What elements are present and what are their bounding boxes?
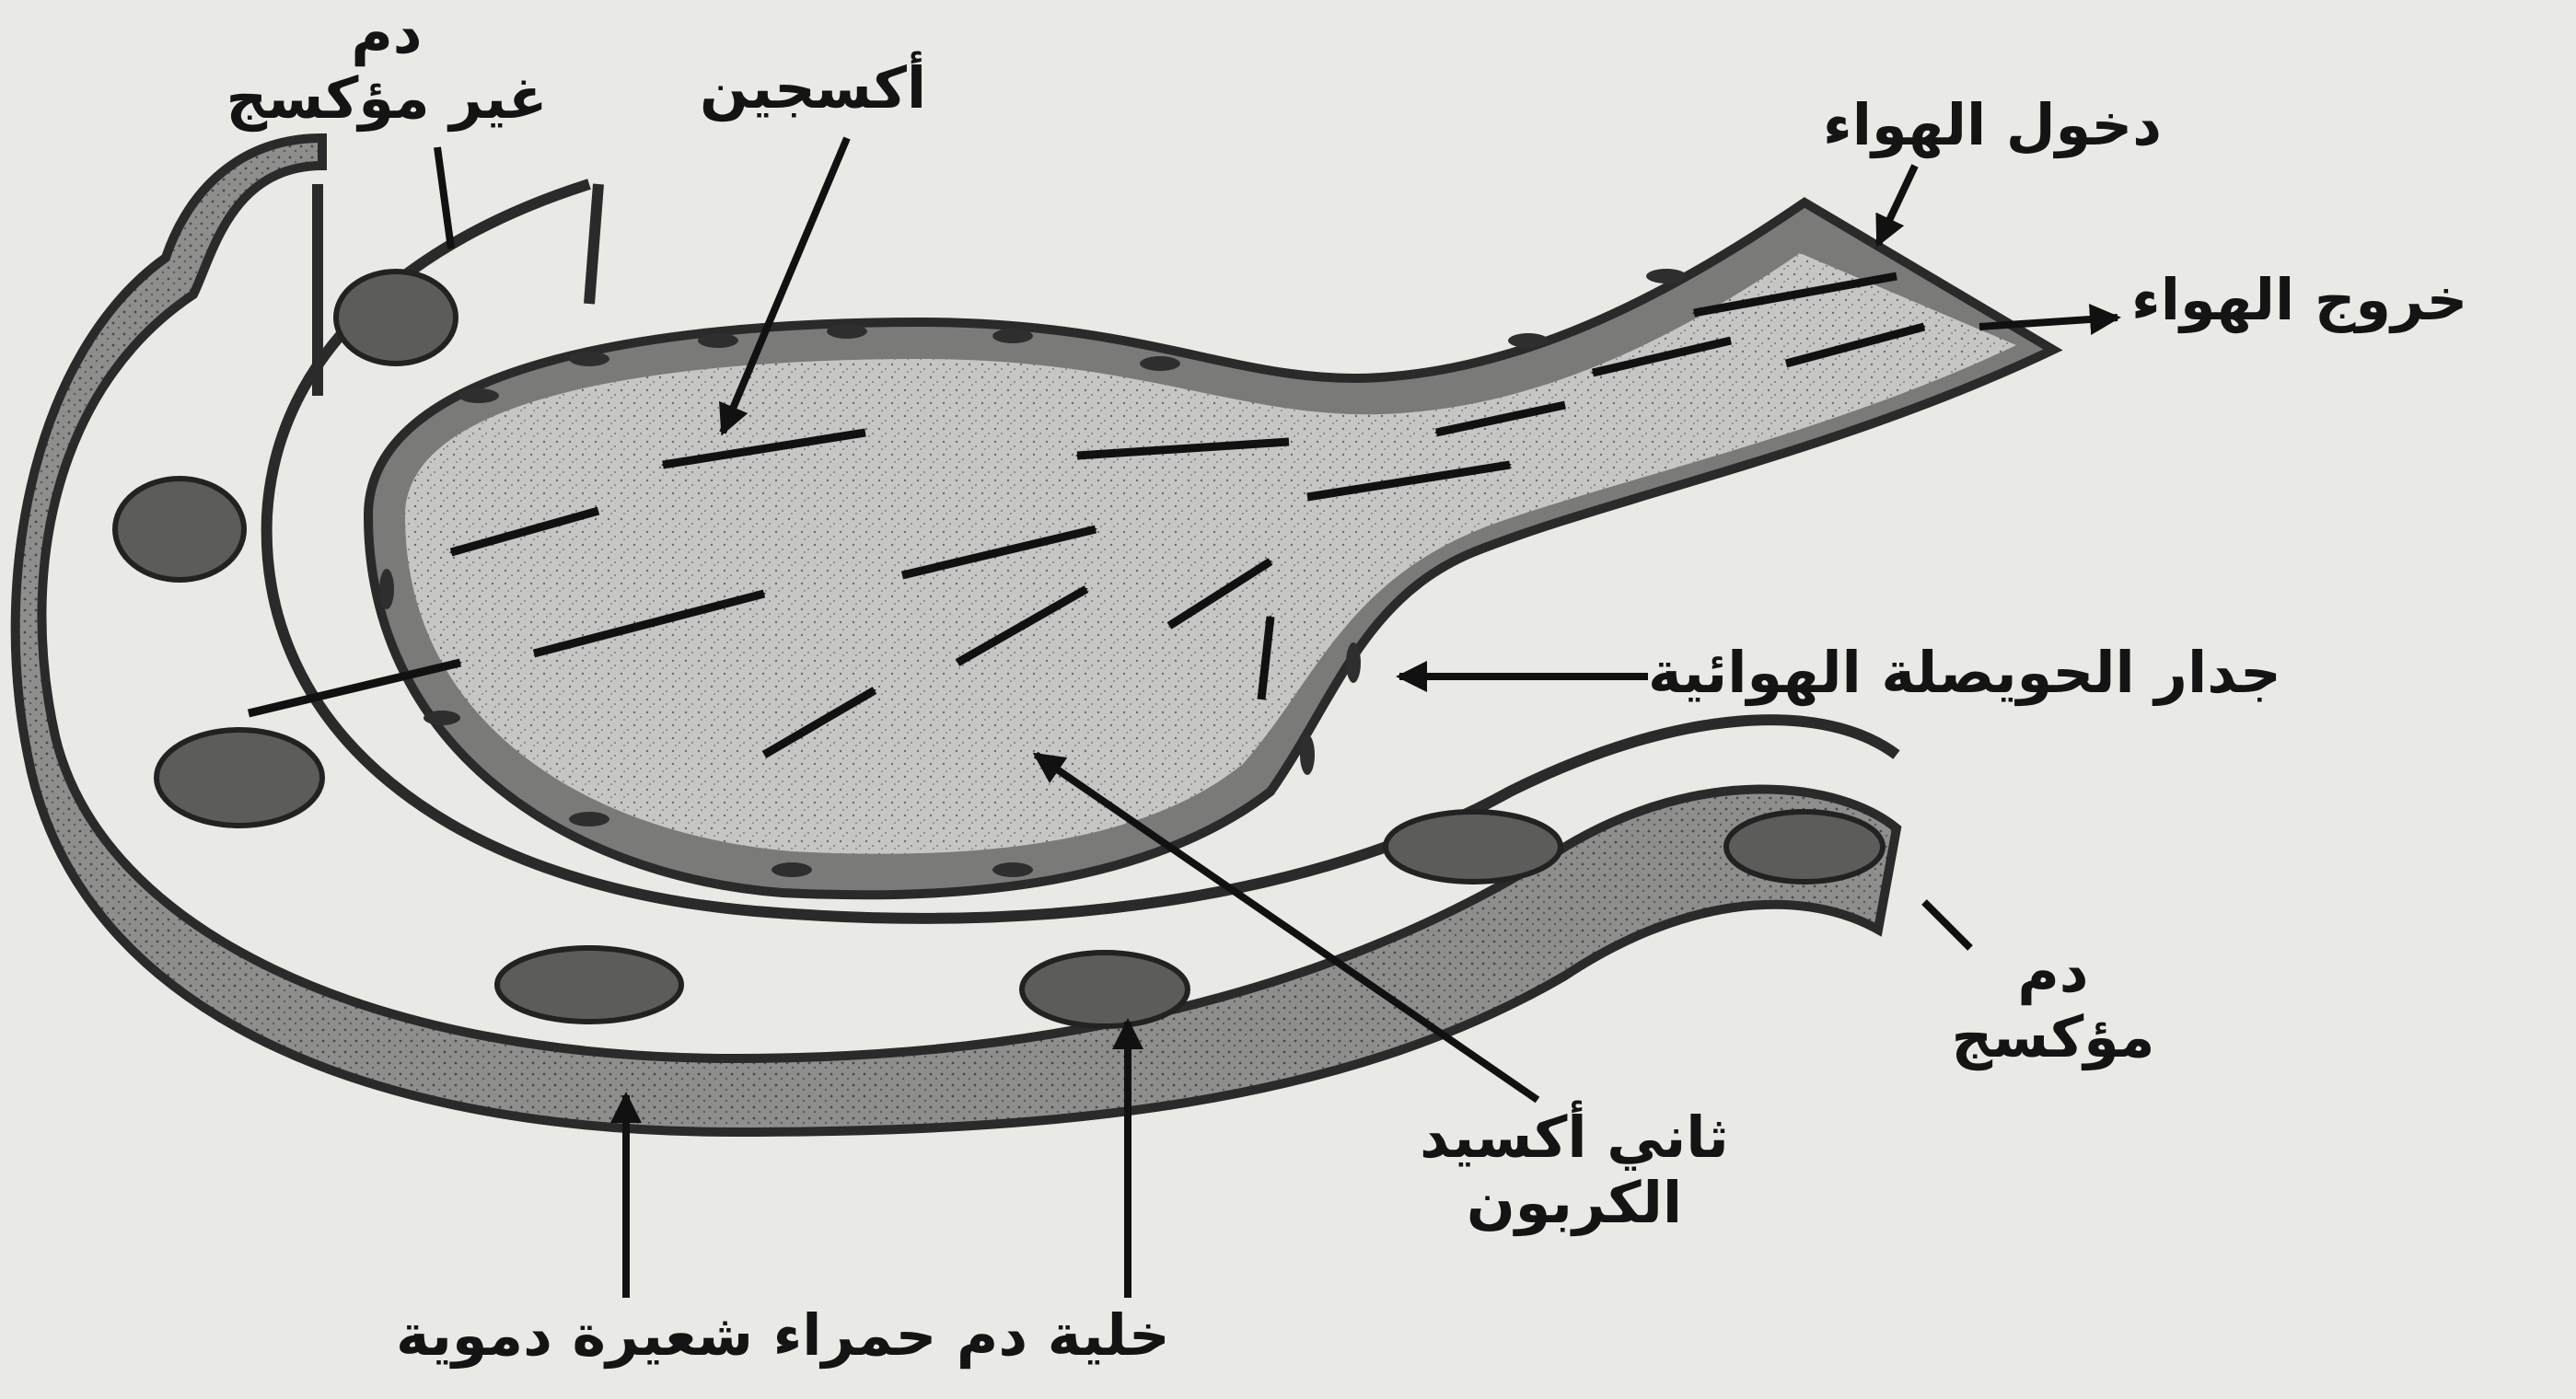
air-in-label: دخول الهواء [1823,92,2162,157]
air-in-pointer [1878,166,1915,244]
oxygenated-blood-label: دم مؤكسج [1933,939,2173,1070]
deoxygenated-blood-label: دم غير مؤكسج [175,0,598,132]
co2-label-line1: ثاني أكسيد [1372,1104,1777,1170]
red-blood-cell [336,272,456,364]
deoxygenated-pointer-line [437,147,451,249]
deoxygenated-blood-label-line2: غير مؤكسج [175,65,598,131]
red-blood-cell [157,730,322,826]
air-out-label: خروج الهواء [2131,267,2467,332]
oxygenated-blood-label-line1: دم [1933,939,2173,1004]
oxygenated-blood-label-line2: مؤكسج [1933,1004,2173,1069]
deoxygenated-blood-label-line1: دم [175,0,598,65]
co2-label-line2: الكربون [1372,1170,1777,1235]
oxygen-label: أكسجين [700,55,926,121]
co2-label: ثاني أكسيد الكربون [1372,1104,1777,1236]
red-blood-cell [1022,953,1188,1026]
red-blood-cell [115,479,244,580]
capillary-tube-right [589,184,598,304]
red-blood-cell [497,948,681,1022]
red-blood-cell [1386,812,1561,882]
bottom-caption: خلية دم حمراء شعيرة دموية [396,1302,1170,1368]
alveolus-wall-label: جدار الحويصلة الهوائية [1648,640,2281,705]
red-blood-cell [1726,812,1883,882]
